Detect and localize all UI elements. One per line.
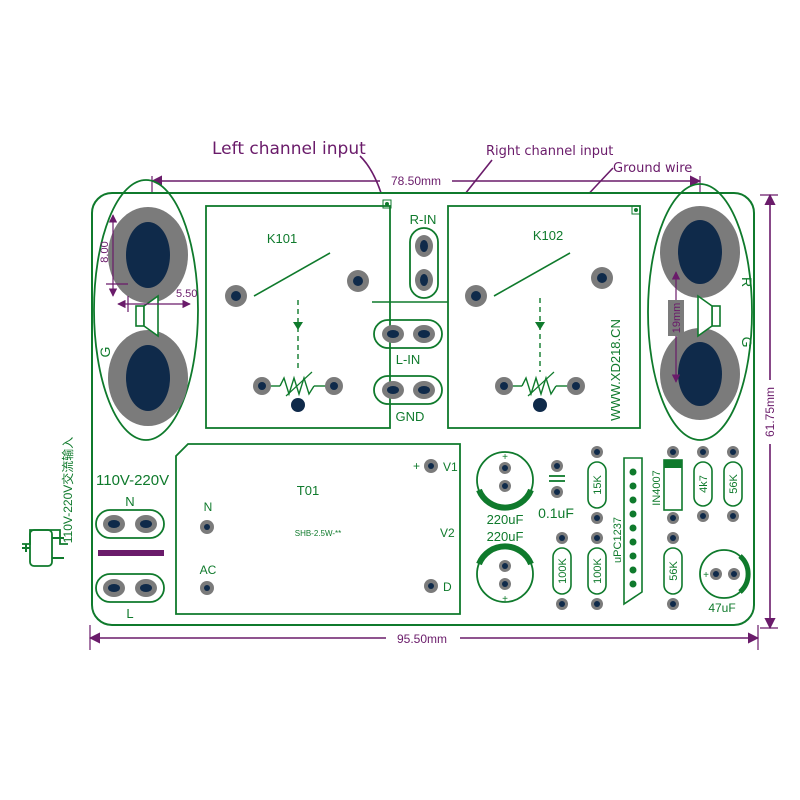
resistor-56k-b: 56K [663, 532, 683, 610]
d-label: D [443, 580, 452, 594]
ac-input-label: 110V-220V交流输入 [60, 437, 75, 544]
res-56k-b-label: 56K [668, 561, 680, 581]
relay-k102: K102 [372, 205, 641, 429]
ac-plug-icon [22, 529, 68, 567]
power-connector-l [95, 573, 165, 603]
power-connector-n [95, 509, 165, 539]
right-channel-input-annotation: Right channel input [486, 144, 613, 159]
res-15k-label: 15K [592, 475, 604, 495]
gnd-connector: GND [373, 375, 443, 424]
bottom-dimension: 95.50mm [88, 625, 760, 650]
k102-label: K102 [533, 228, 563, 243]
hole-offset-label: 5.50 [176, 288, 197, 300]
ic-label: uPC1237 [612, 517, 624, 563]
r-in-label: R-IN [410, 212, 437, 227]
transformer-n-label: N [204, 500, 213, 514]
k101-label: K101 [267, 231, 297, 246]
ic-upc1237: uPC1237 [612, 457, 643, 606]
transformer-marking: SHB-2.5W-** [295, 529, 342, 538]
top-width-label: 78.50mm [391, 174, 441, 188]
cap-220uf-bottom: + [476, 543, 534, 605]
bottom-width-label: 95.50mm [397, 632, 447, 646]
v1-label: V1 [443, 460, 458, 474]
cap-47uf: + 47uF [699, 549, 751, 615]
cap-0-1uf-label: 0.1uF [538, 505, 574, 521]
v2-label: V2 [440, 526, 455, 540]
hole-dimension-marks: 8.00 5.50 [99, 214, 197, 312]
cap-0-1uf: 0.1uF [538, 460, 574, 521]
speaker-spacing-label: 19mm [671, 303, 683, 334]
res-56k-a-label: 56K [728, 474, 740, 494]
transformer-t01: T01 SHB-2.5W-** N AC + V1 V2 D [175, 443, 461, 615]
left-channel-input-annotation: Left channel input [212, 139, 366, 159]
ac-label: AC [200, 563, 217, 577]
resistor-100k-a: 100K [552, 532, 572, 610]
l-label: L [126, 606, 133, 621]
speaker-icon-right [697, 294, 721, 338]
resistor-15k: 15K [587, 446, 607, 524]
right-r-label: R [739, 277, 755, 287]
res-100k-b-label: 100K [592, 557, 604, 583]
speaker-spacing-mark: 19mm [668, 271, 684, 383]
cap-47-plus: + [703, 570, 709, 581]
n-label: N [125, 494, 134, 509]
left-g-label: G [97, 347, 113, 358]
res-4k7-label: 4k7 [698, 475, 710, 493]
t01-label: T01 [297, 483, 319, 498]
cap-220uf-top-label: 220uF [487, 512, 524, 527]
website-label: WWW.XD218.CN [608, 319, 623, 421]
left-speaker-terminal: G [93, 179, 199, 441]
right-g-label: G [739, 337, 755, 348]
cap-top-plus: + [502, 452, 508, 463]
r-in-connector: R-IN [382, 199, 439, 299]
diode-label: IN4007 [651, 470, 663, 505]
voltage-label: 110V-220V [96, 472, 169, 489]
l-in-connector: L-IN [373, 319, 443, 367]
cap-bottom-plus: + [502, 594, 508, 605]
right-height-label: 61.75mm [763, 387, 777, 437]
top-dimension: 78.50mm [150, 172, 702, 205]
board-outline [91, 192, 755, 626]
l-in-label: L-IN [396, 352, 421, 367]
resistor-56k-a: 56K [723, 446, 743, 522]
right-dimension: 61.75mm [760, 193, 778, 630]
power-divider-bar [98, 550, 164, 556]
ground-wire-annotation: Ground wire [613, 161, 692, 176]
transformer-plus: + [413, 459, 420, 473]
cap-47uf-label: 47uF [708, 601, 735, 615]
cap-220uf-top: + [476, 451, 534, 511]
gnd-label: GND [396, 409, 425, 424]
diode-in4007: IN4007 [651, 446, 683, 524]
cap-220uf-bottom-label: 220uF [487, 529, 524, 544]
resistor-100k-b: 100K [587, 532, 607, 610]
relay-k101: K101 [205, 205, 391, 429]
res-100k-a-label: 100K [557, 557, 569, 583]
resistor-4k7: 4k7 [693, 446, 713, 522]
hole-height-label: 8.00 [99, 241, 111, 262]
